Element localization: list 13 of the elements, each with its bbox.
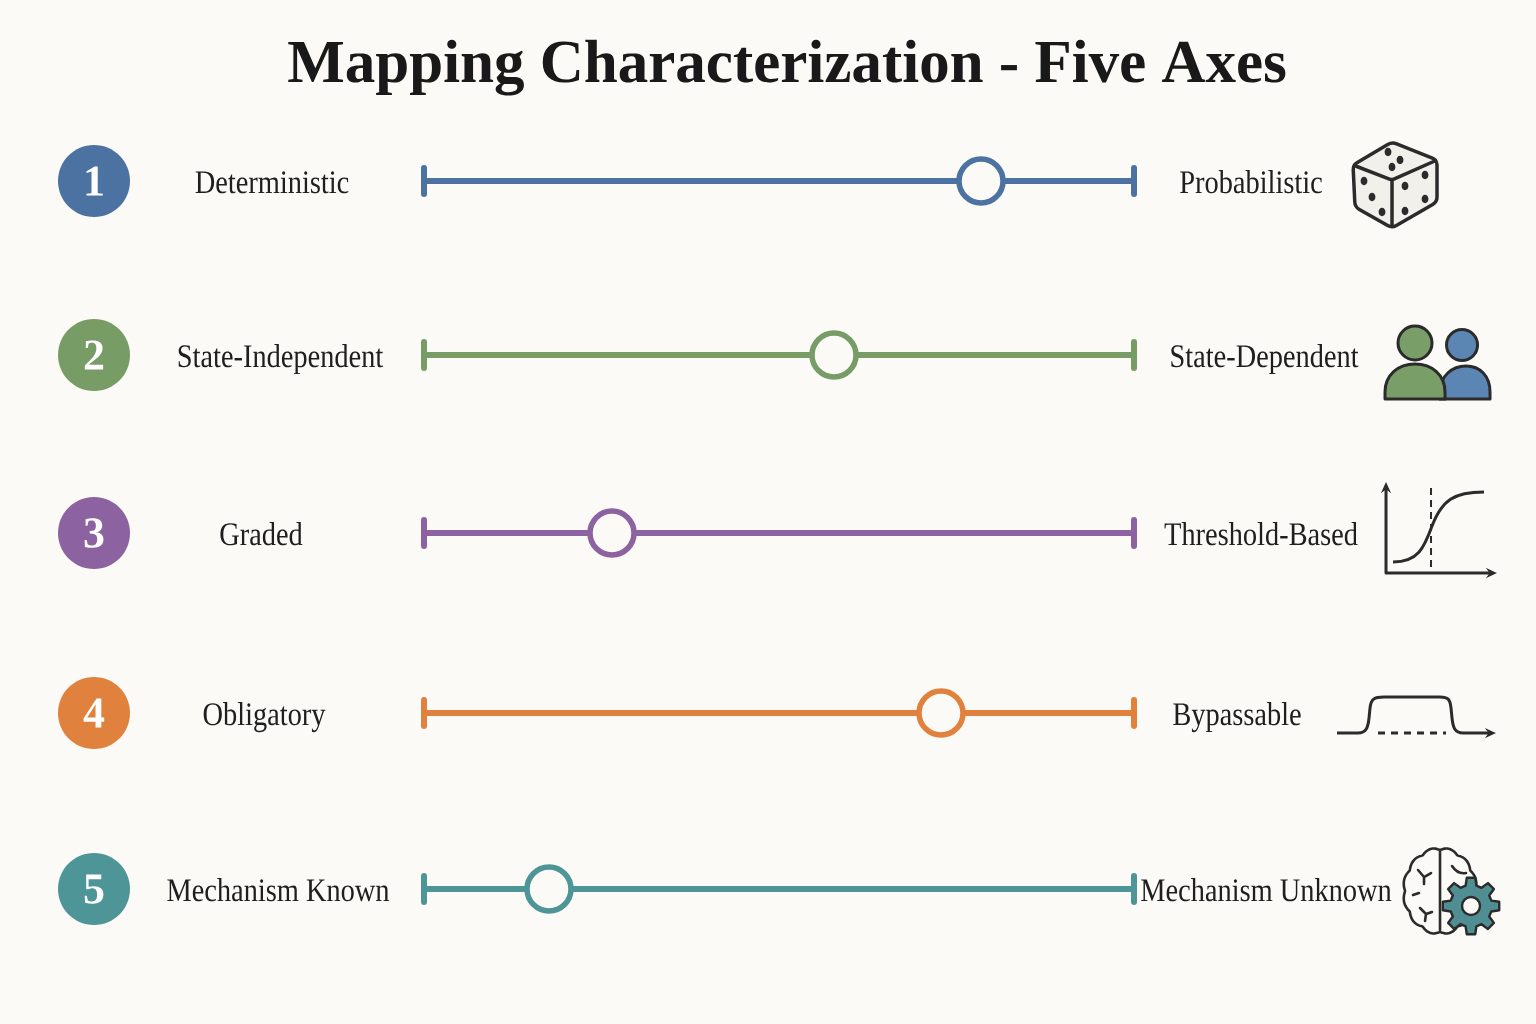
number-badge: 4 <box>58 677 130 749</box>
number-badge: 5 <box>58 853 130 925</box>
number-badge: 1 <box>58 145 130 217</box>
term-label: Mechanism Unknown <box>1141 878 1392 902</box>
title: Mapping Characterization - Five Axes <box>288 39 1286 96</box>
term-label: Obligatory <box>203 702 326 733</box>
term-label: Bypassable <box>1173 702 1301 733</box>
term-label: Threshold-Based <box>1164 522 1358 546</box>
term-label: Probabilistic <box>1180 170 1322 194</box>
term-label: Graded <box>220 522 303 546</box>
number-badge: 3 <box>58 497 130 569</box>
term-label: State-Dependent <box>1171 344 1359 375</box>
number-badge: 2 <box>58 319 130 391</box>
